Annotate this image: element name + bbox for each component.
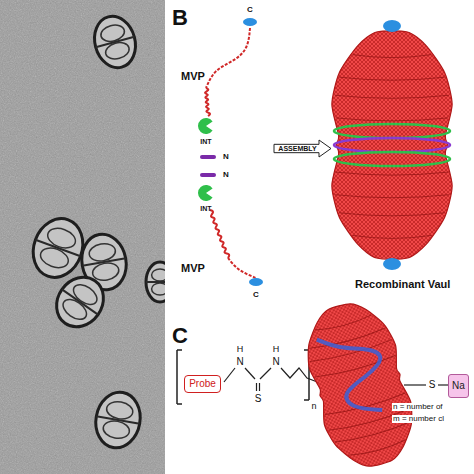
illustration-part [438, 384, 448, 385]
panel-letter: C [172, 325, 188, 347]
node-text: Na [452, 381, 465, 391]
illustration-part [353, 235, 432, 238]
label-text: MVP [181, 71, 205, 82]
recombinant-vault [332, 20, 452, 270]
illustration-part [0, 0, 165, 474]
illustration-part [243, 18, 257, 26]
label-text: C [247, 6, 253, 14]
illustration-part [198, 118, 213, 134]
illustration-part [335, 422, 411, 445]
illustration-part [47, 268, 113, 336]
label-text: MVP [181, 263, 205, 274]
illustration-part [96, 37, 135, 47]
illustration-part [177, 349, 182, 351]
illustration-part [205, 88, 210, 116]
illustration-part [228, 258, 256, 278]
illustration-part [315, 355, 396, 379]
probe-box: Probe [184, 375, 221, 393]
illustration-part [59, 295, 90, 323]
illustration-part [339, 77, 444, 80]
label-text: N [272, 357, 279, 367]
label-text: N [223, 153, 229, 161]
label-text: n [310, 402, 317, 411]
label-text: INT [200, 205, 211, 212]
illustration-part [206, 28, 250, 88]
illustration-part [47, 268, 113, 336]
node-text: Probe [189, 379, 216, 389]
label-text: INT [200, 138, 211, 145]
label-text: N [236, 357, 243, 367]
illustration-part [334, 152, 450, 166]
illustration-part [335, 95, 449, 98]
illustration-part [332, 31, 452, 259]
vault-conjugate [296, 294, 425, 474]
illustration-part [25, 212, 91, 285]
illustration-part [383, 20, 401, 32]
illustration-part [336, 172, 448, 175]
illustration-part [91, 389, 144, 452]
illustration-part [200, 173, 216, 177]
illustration-part [339, 213, 444, 216]
illustration-part [336, 118, 448, 121]
illustration-part [335, 195, 449, 198]
illustration-part [210, 210, 229, 258]
illustration-part [177, 403, 182, 405]
illustration-part [198, 185, 213, 201]
illustration-part [348, 440, 405, 458]
illustration-part [82, 258, 125, 266]
illustration-part [176, 350, 178, 404]
illustration-part [35, 240, 80, 256]
label-text: C [253, 291, 259, 299]
illustration-part [0, 0, 165, 474]
illustration-part [96, 416, 139, 424]
assembly-arrow: ASSEMBLY [273, 139, 332, 158]
label-text: N [223, 171, 229, 179]
illustration-part [62, 289, 98, 314]
panel-letter: B [172, 7, 188, 29]
illustration-part [334, 138, 450, 152]
label-text: m = number cl [392, 415, 445, 423]
label-text: S [428, 380, 437, 390]
label-text: H [237, 345, 244, 354]
illustration-part [260, 368, 271, 379]
mvp-chain [198, 18, 263, 286]
label-text: S [255, 394, 262, 404]
arrow-outline [274, 140, 331, 157]
label-text: H [273, 345, 280, 354]
illustration-part [296, 294, 425, 474]
illustration-part [317, 325, 394, 422]
node-text: ASSEMBLY [278, 145, 316, 152]
illustration-part [224, 368, 235, 382]
illustration-part [296, 294, 425, 474]
micrograph [0, 0, 165, 474]
illustration-part [245, 368, 255, 379]
illustration-part [334, 124, 450, 138]
illustration-part [383, 258, 401, 270]
nanoparticle-box: Na [448, 374, 469, 398]
illustration-part [200, 155, 216, 159]
illustration-part [70, 281, 101, 309]
vault-particles [25, 0, 177, 474]
illustration-part [256, 383, 257, 391]
illustration-part [315, 315, 372, 333]
illustration-part [249, 278, 263, 286]
label-text: n = number of [392, 403, 444, 411]
illustration-part [165, 0, 177, 474]
illustration-part [89, 12, 141, 73]
illustration-part [404, 384, 426, 385]
illustration-part [91, 389, 144, 452]
label-text: Recombinant Vaul [355, 279, 450, 290]
illustration-part [304, 399, 309, 401]
illustration-part [89, 12, 141, 73]
illustration-part [38, 244, 71, 271]
illustration-part [259, 383, 260, 391]
illustration-part [25, 212, 91, 285]
illustration-part [353, 55, 432, 58]
